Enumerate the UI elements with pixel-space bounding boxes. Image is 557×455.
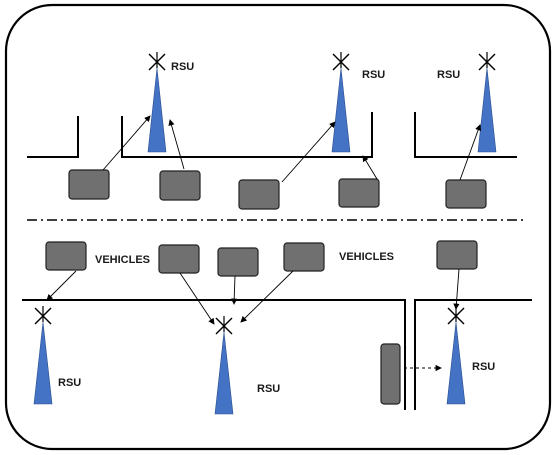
vehicle-icon xyxy=(68,169,110,200)
link-arrow xyxy=(46,270,77,301)
link-arrow xyxy=(459,124,482,181)
rsu-tower-icon xyxy=(477,52,497,153)
link-arrow xyxy=(179,272,215,325)
vehicle-icon xyxy=(338,178,380,208)
link-arrow xyxy=(362,155,378,180)
vehicle-icon xyxy=(45,241,87,271)
rsu-label: RSU xyxy=(58,377,81,389)
link-arrow xyxy=(102,115,151,171)
rsu-tower-icon xyxy=(331,52,351,153)
vehicle-icon xyxy=(238,179,280,210)
rsu-label: RSU xyxy=(171,61,194,73)
rsu-label: RSU xyxy=(362,69,385,81)
vehicles-label: VEHICLES xyxy=(95,254,150,266)
link-arrow xyxy=(240,270,294,323)
vehicle-icon xyxy=(283,242,325,272)
vehicle-icon xyxy=(436,240,478,270)
link-arrow xyxy=(281,121,336,183)
link-arrow xyxy=(231,275,238,305)
lower-road-edges xyxy=(22,299,532,410)
vehicle-icon xyxy=(445,179,487,209)
rsu-label: RSU xyxy=(437,69,460,81)
vehicle-icon xyxy=(217,247,259,277)
upper-road-edges xyxy=(27,112,517,158)
rsu-tower-icon xyxy=(446,306,466,405)
vehicle-icon xyxy=(380,343,401,405)
vehicles-label: VEHICLES xyxy=(339,251,394,263)
link-arrow xyxy=(168,119,185,170)
link-arrow xyxy=(453,268,460,310)
diagram-frame xyxy=(4,3,552,451)
rsu-label: RSU xyxy=(472,361,495,373)
rsu-tower-icon xyxy=(214,316,234,415)
rsu-tower-icon xyxy=(147,52,167,153)
rsu-tower-icon xyxy=(33,306,53,405)
vehicle-icon xyxy=(158,244,200,274)
rsu-label: RSU xyxy=(257,383,280,395)
vehicle-icon xyxy=(159,170,201,201)
